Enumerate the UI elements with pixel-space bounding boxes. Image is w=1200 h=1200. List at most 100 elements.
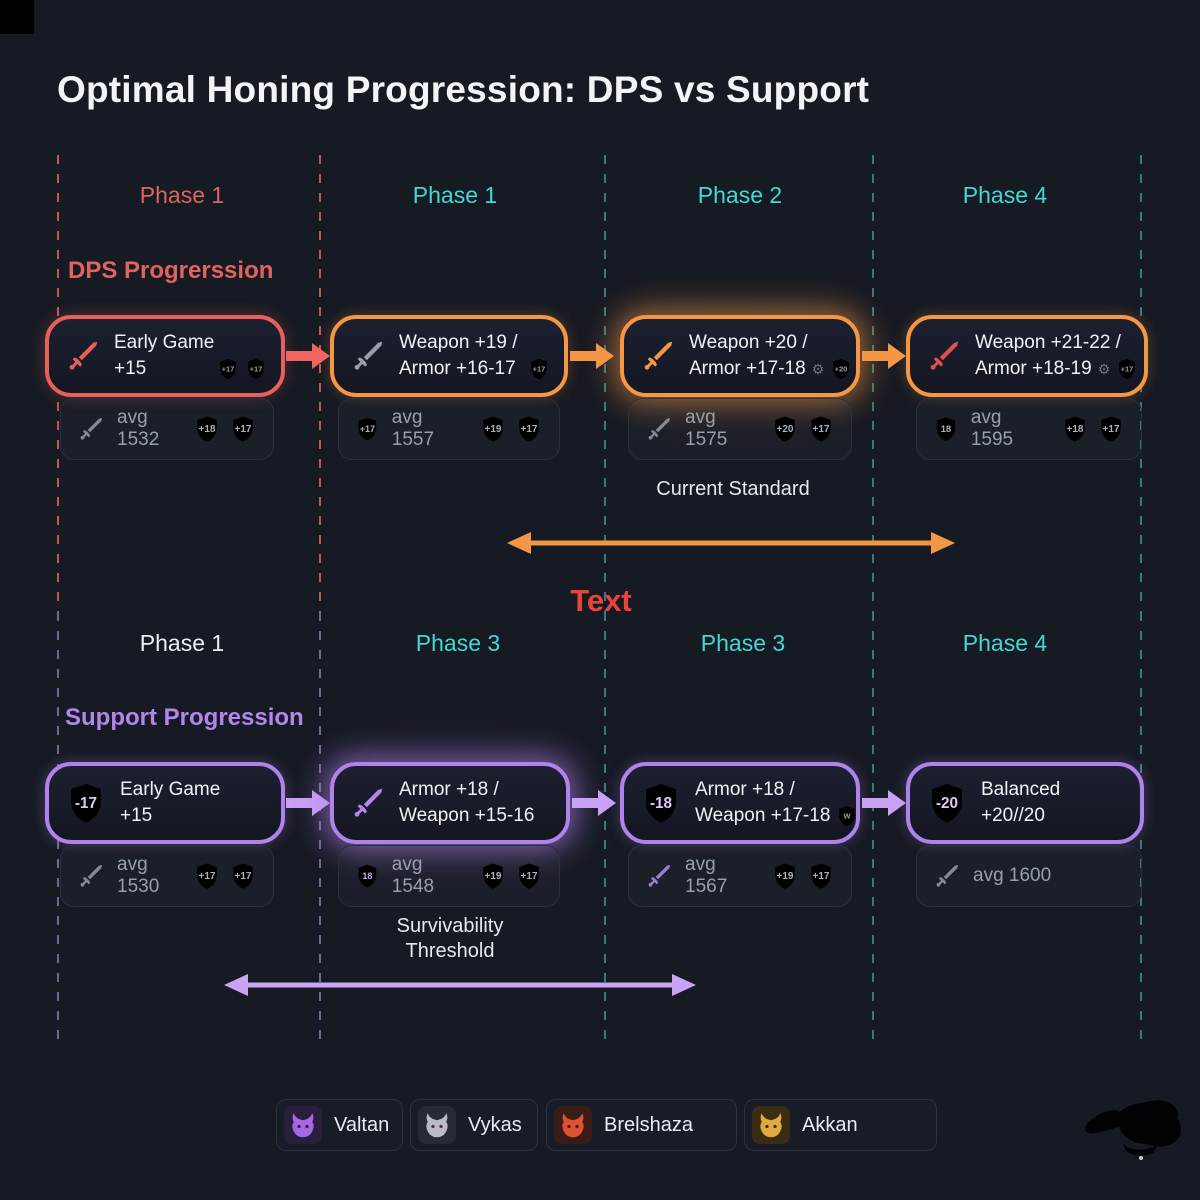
- survivability-range-arrow: [224, 974, 696, 996]
- svg-text:-18: -18: [650, 795, 673, 812]
- support-node-armor18b: -18 Armor +18 / Weapon +17-18 W: [620, 762, 860, 844]
- node-text: Balanced +20//20: [981, 779, 1061, 826]
- support-phase-label-2: Phase 3: [415, 630, 501, 656]
- column-guide-4-top: [872, 155, 874, 612]
- shield-badge-icon: 18: [358, 864, 377, 888]
- shield-badge-icon: +17: [197, 863, 217, 889]
- svg-text:+17: +17: [235, 424, 252, 435]
- vykas-boss-icon: [418, 1106, 456, 1144]
- svg-text:+18: +18: [199, 424, 216, 435]
- survivability-threshold-label: Survivability Threshold: [396, 915, 504, 962]
- svg-text:+17: +17: [533, 365, 546, 374]
- support-node-early-game: -17 Early Game +15: [45, 762, 285, 844]
- shield-badge-icon: +18: [1065, 416, 1085, 442]
- dps-phase-label-3: Phase 2: [697, 182, 783, 208]
- node-text: Early Game +15 +17 +17: [114, 330, 267, 382]
- dps-phase-label-2: Phase 1: [412, 182, 498, 208]
- page-title: Optimal Honing Progression: DPS vs Suppo…: [57, 68, 870, 110]
- shield-badge-icon: +19: [483, 416, 503, 442]
- sword-icon: [350, 338, 386, 374]
- shield-icon: -17: [71, 783, 101, 823]
- dps-node-weapon19: Weapon +19 / Armor +16-17 +17: [330, 315, 568, 397]
- svg-text:-17: -17: [75, 795, 97, 812]
- shield-badge-icon: +17: [519, 863, 539, 889]
- dps-stat-card-2: +17 avg 1557 +19 +17: [338, 398, 560, 460]
- arrow-right-icon: [572, 790, 616, 816]
- node-text: Armor +18 / Weapon +15-16: [399, 779, 535, 826]
- shield-badge-icon: +17: [358, 417, 377, 441]
- svg-text:+17: +17: [521, 424, 538, 435]
- support-stat-card-2: 18 avg 1548 +19 +17: [338, 845, 560, 907]
- support-phase-label-1: Phase 1: [139, 630, 225, 656]
- shield-badge-icon: +17: [220, 359, 236, 380]
- shield-badge-icon: +17: [1101, 416, 1121, 442]
- mid-text-label: Text: [570, 583, 632, 618]
- node-text: Early Game +15: [120, 779, 221, 826]
- column-guide-2-bottom: [319, 612, 321, 1040]
- shield-badge-icon: +18: [197, 416, 217, 442]
- avg-ilvl: avg 1557: [391, 407, 435, 450]
- ink-blot-artifact: [1085, 1100, 1181, 1160]
- arrow-right-icon: [570, 343, 614, 369]
- svg-text:+19: +19: [777, 871, 794, 882]
- svg-text:+17: +17: [521, 871, 538, 882]
- node-text: Weapon +19 / Armor +16-17 +17: [399, 330, 550, 382]
- svg-text:+20: +20: [835, 365, 848, 374]
- shield-badge-icon: +19: [483, 863, 503, 889]
- shield-icon: -18: [646, 783, 676, 823]
- shield-badge-icon: +17: [519, 416, 539, 442]
- dps-node-weapon21: Weapon +21-22 / Armor +18-19 ⚙ +17: [906, 315, 1148, 397]
- column-guide-3-top: [604, 155, 606, 612]
- sword-icon: [640, 338, 676, 374]
- legend-item-vykas: Vykas: [410, 1099, 538, 1151]
- svg-text:+19: +19: [485, 871, 502, 882]
- svg-text:W: W: [844, 812, 852, 821]
- column-guide-4-bottom: [872, 612, 874, 1040]
- shield-badge-icon: +17: [1119, 359, 1136, 380]
- sword-icon: [933, 862, 961, 890]
- gear-icon: ⚙: [811, 361, 825, 377]
- column-guide-3-bottom: [604, 612, 606, 1040]
- support-stat-card-1: avg 1530 +17 +17: [60, 845, 274, 907]
- arrow-right-icon: [286, 790, 330, 816]
- arrow-right-icon: [862, 343, 906, 369]
- avg-ilvl: avg 1600: [973, 865, 1052, 886]
- svg-text:+17: +17: [1121, 365, 1134, 374]
- support-phase-label-3: Phase 3: [700, 630, 786, 656]
- support-stat-card-3: avg 1567 +19 +17: [628, 845, 852, 907]
- shield-badge-icon: +20: [833, 359, 850, 380]
- node-text: Weapon +20 / Armor +17-18 ⚙ +20: [689, 330, 850, 382]
- svg-text:+17: +17: [360, 424, 375, 434]
- svg-text:-20: -20: [936, 795, 958, 812]
- svg-text:+17: +17: [235, 871, 252, 882]
- dps-stat-card-1: avg 1532 +18 +17: [60, 398, 274, 460]
- node-text: Armor +18 / Weapon +17-18 W: [695, 777, 856, 829]
- dps-stat-card-4: 18 avg 1595 +18 +17: [916, 398, 1142, 460]
- arrow-right-icon: [286, 343, 330, 369]
- svg-text:+20: +20: [777, 424, 794, 435]
- sword-icon: [77, 862, 105, 890]
- shield-badge-icon: +17: [531, 359, 547, 380]
- sword-icon: [645, 415, 673, 443]
- support-node-balanced: -20 Balanced +20//20: [906, 762, 1144, 844]
- shield-icon: -20: [932, 783, 962, 823]
- shield-badge-icon: 18: [936, 417, 956, 441]
- shield-badge-icon: +17: [248, 359, 264, 380]
- sword-icon: [645, 862, 673, 890]
- sword-icon: [77, 415, 105, 443]
- svg-text:+17: +17: [222, 365, 235, 374]
- shield-badge-icon: +17: [233, 863, 253, 889]
- legend-item-valtan: Valtan: [276, 1099, 403, 1151]
- node-text: Weapon +21-22 / Armor +18-19 ⚙ +17: [975, 330, 1136, 382]
- gear-icon: ⚙: [1097, 361, 1111, 377]
- shield-badge-icon: +20: [775, 416, 795, 442]
- svg-text:+17: +17: [1103, 424, 1120, 435]
- avg-ilvl: avg 1567: [685, 854, 728, 897]
- akkan-boss-icon: [752, 1106, 790, 1144]
- dps-section-label: DPS Progrerssion: [68, 257, 274, 284]
- avg-ilvl: avg 1575: [685, 407, 728, 450]
- avg-ilvl: avg 1548: [391, 854, 435, 897]
- legend-item-brelshaza: Brelshaza: [546, 1099, 737, 1151]
- current-standard-range-arrow: [507, 532, 955, 554]
- shield-badge-icon: W: [839, 806, 856, 827]
